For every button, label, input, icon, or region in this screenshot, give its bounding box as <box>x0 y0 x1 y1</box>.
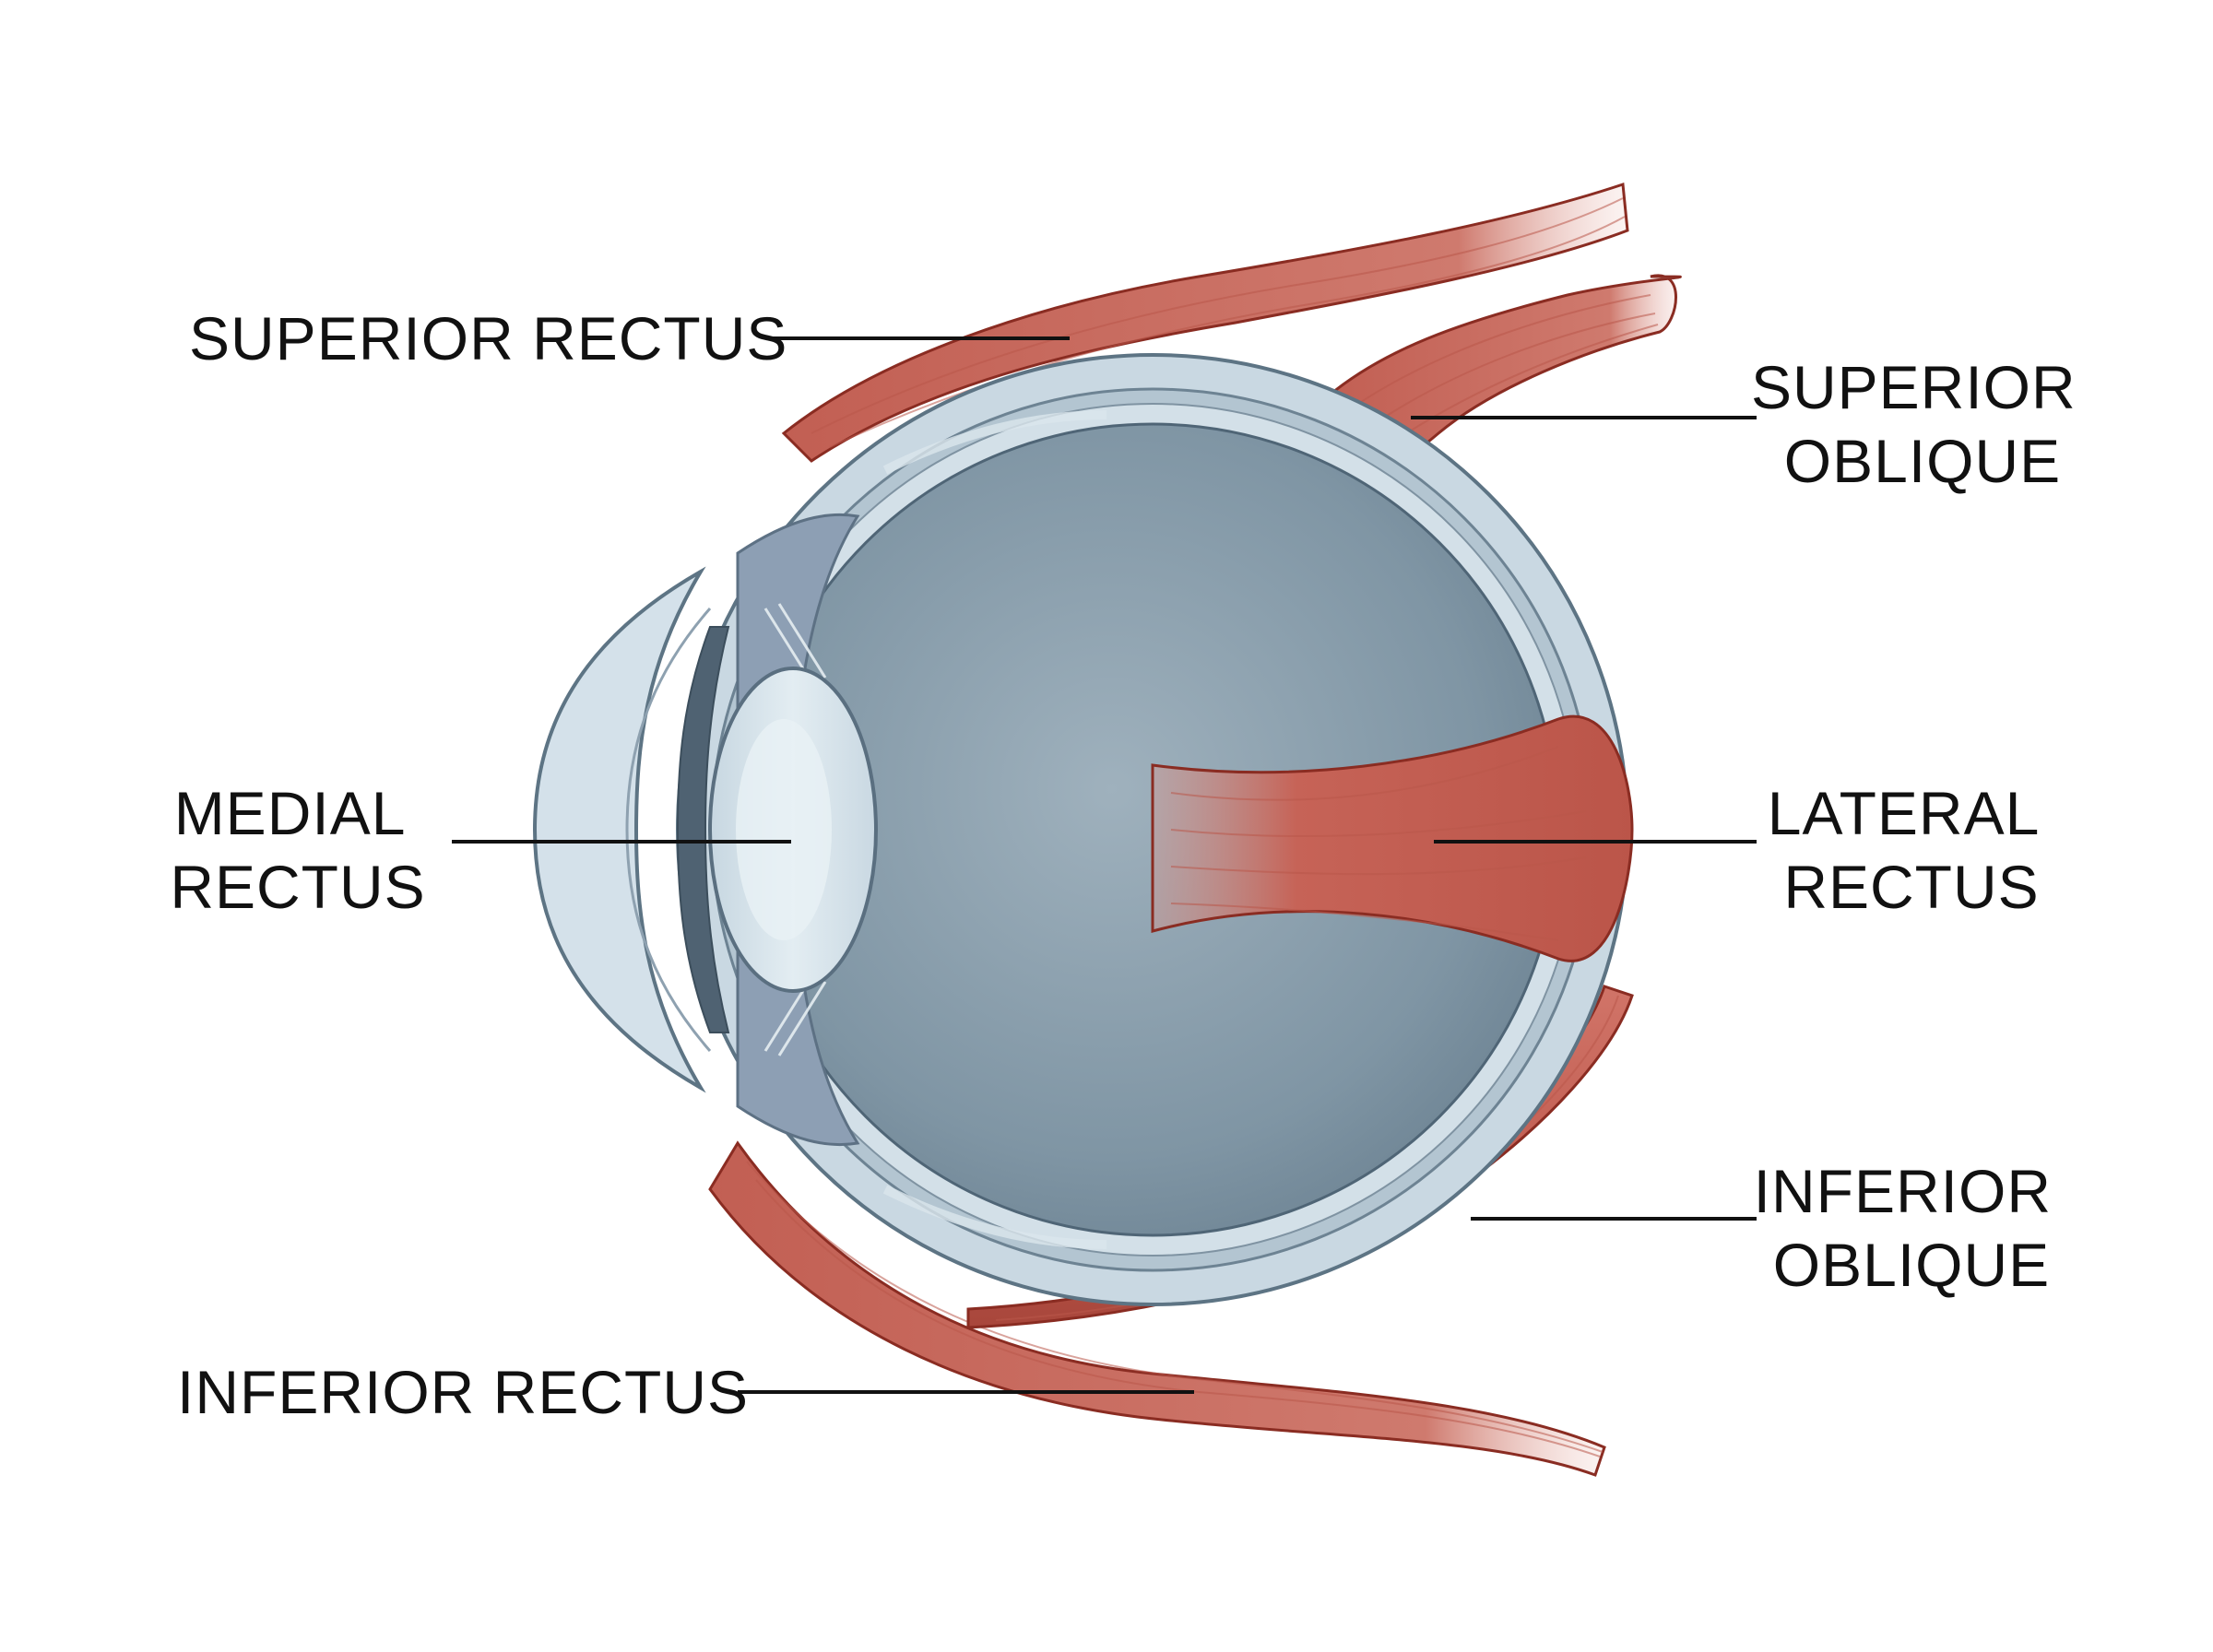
superior-rectus-muscle <box>781 182 1629 463</box>
label-inferior-rectus: INFERIOR RECTUS <box>177 1358 749 1426</box>
superior-oblique-muscle <box>1325 274 1682 463</box>
label-medial-rectus: MEDIAL RECTUS <box>170 779 425 921</box>
anterior-segment <box>532 513 878 1147</box>
label-superior-rectus: SUPERIOR RECTUS <box>189 304 787 372</box>
label-inferior-oblique: INFERIOR OBLIQUE <box>1754 1157 2070 1299</box>
inferior-rectus-muscle <box>708 1140 1606 1477</box>
leader-lines <box>452 336 1757 1394</box>
lateral-rectus-muscle <box>1151 714 1634 962</box>
label-superior-oblique: SUPERIOR OBLIQUE <box>1751 353 2094 495</box>
label-lateral-rectus: LATERAL RECTUS <box>1768 779 2055 921</box>
